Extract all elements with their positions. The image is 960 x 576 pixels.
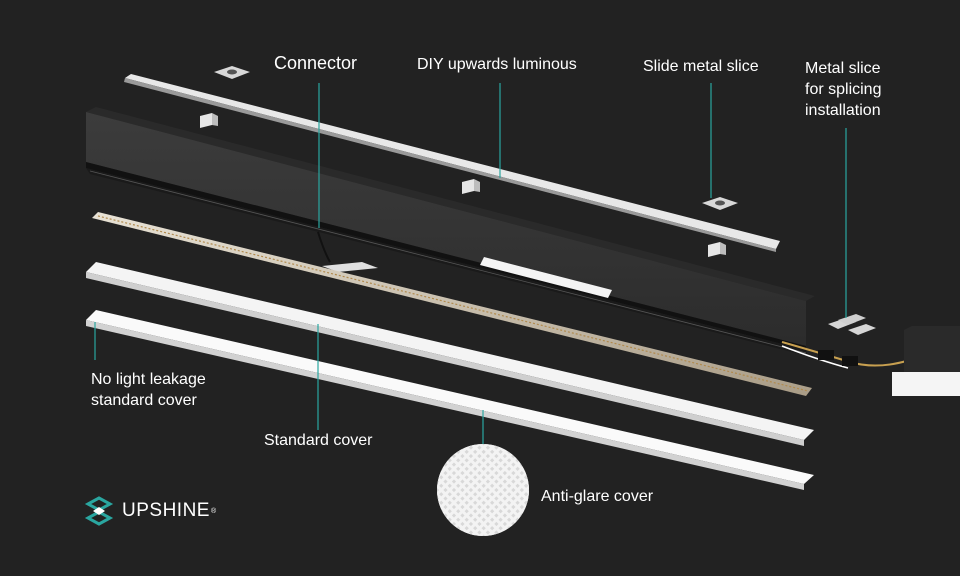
no-leak-label-line-2: standard cover [91,392,197,409]
connector-piece [322,262,378,272]
metal-clip-3 [708,242,726,257]
wiring-harness [781,341,911,369]
upshine-logo-icon [84,496,114,526]
standard-cover-label: Standard cover [264,432,373,449]
leader-lines [94,83,847,444]
slide-metal-slice-top-right [702,197,738,210]
connector-label: Connector [274,53,358,73]
standard-cover [86,262,814,446]
connector-wire [317,231,331,263]
slide-metal-label: Slide metal slice [643,58,759,75]
anti-glare-texture-circle [437,444,529,536]
slide-metal-slice-top-left [214,66,250,79]
anti-glare-cover [86,310,814,490]
brand-name: UPSHINE [122,500,210,521]
splice-metal-slices [828,314,876,335]
brand-registered-mark: ® [210,507,217,515]
diy-upward-strip [124,74,780,252]
metal-clip-2 [462,179,480,194]
led-strip [92,212,812,396]
no-leak-label-line-1: No light leakage [91,371,206,388]
metal-splice-label-line-3: installation [805,102,881,119]
metal-splice-label-line-2: for splicing [805,81,882,98]
aluminium-profile [86,107,815,356]
upshine-logo: UPSHINE® [82,494,216,528]
metal-clip-1 [200,113,218,128]
diy-upwards-label: DIY upwards luminous [417,56,577,73]
anti-glare-label: Anti-glare cover [541,488,654,505]
adjacent-profile [892,326,960,396]
metal-splice-label-line-1: Metal slice [805,60,881,77]
